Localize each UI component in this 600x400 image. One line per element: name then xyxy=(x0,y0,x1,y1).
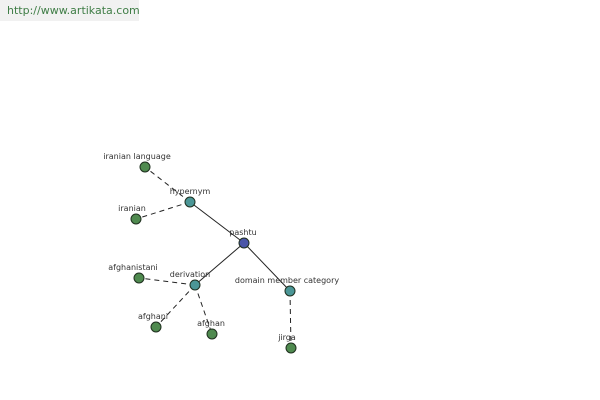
edges-layer xyxy=(135,166,292,349)
node-afghanistani[interactable] xyxy=(133,272,145,284)
node-label-afghanistani: afghanistani xyxy=(108,263,158,272)
node-pashtu[interactable] xyxy=(238,237,250,249)
node-domain-member-category[interactable] xyxy=(284,285,296,297)
node-label-jirga: jirga xyxy=(277,333,296,342)
node-label-afghani: afghani xyxy=(138,312,168,321)
labels-layer: pashtu hypernym derivation domain member ca… xyxy=(103,152,339,342)
node-derivation[interactable] xyxy=(189,279,201,291)
node-label-hypernym: hypernym xyxy=(170,187,211,196)
edge-derivation-to-afghani xyxy=(155,284,196,328)
node-iranian-language[interactable] xyxy=(139,161,151,173)
edge-derivation-to-afghanistani xyxy=(138,277,196,286)
node-label-domain-member-category: domain member category xyxy=(235,276,339,285)
node-label-iranian-language: iranian language xyxy=(103,152,171,161)
edge-hypernym-to-iranian-language xyxy=(144,166,191,203)
node-iranian[interactable] xyxy=(130,213,142,225)
nodes-layer xyxy=(130,161,297,354)
edge-domain-member-category-to-jirga xyxy=(289,290,292,349)
node-label-iranian: iranian xyxy=(118,204,146,213)
edge-pashtu-to-domain-member-category xyxy=(243,242,291,292)
node-afghani[interactable] xyxy=(150,321,162,333)
node-afghan[interactable] xyxy=(206,328,218,340)
edge-pashtu-to-derivation xyxy=(194,242,245,286)
edge-hypernym-to-iranian xyxy=(135,201,191,220)
node-label-derivation: derivation xyxy=(170,270,210,279)
edge-pashtu-to-hypernym xyxy=(189,201,245,244)
node-label-afghan: afghan xyxy=(197,319,225,328)
node-hypernym[interactable] xyxy=(184,196,196,208)
source-url-link[interactable]: http://www.artikata.com xyxy=(0,0,140,21)
node-jirga[interactable] xyxy=(285,342,297,354)
node-label-pashtu: pashtu xyxy=(229,228,256,237)
